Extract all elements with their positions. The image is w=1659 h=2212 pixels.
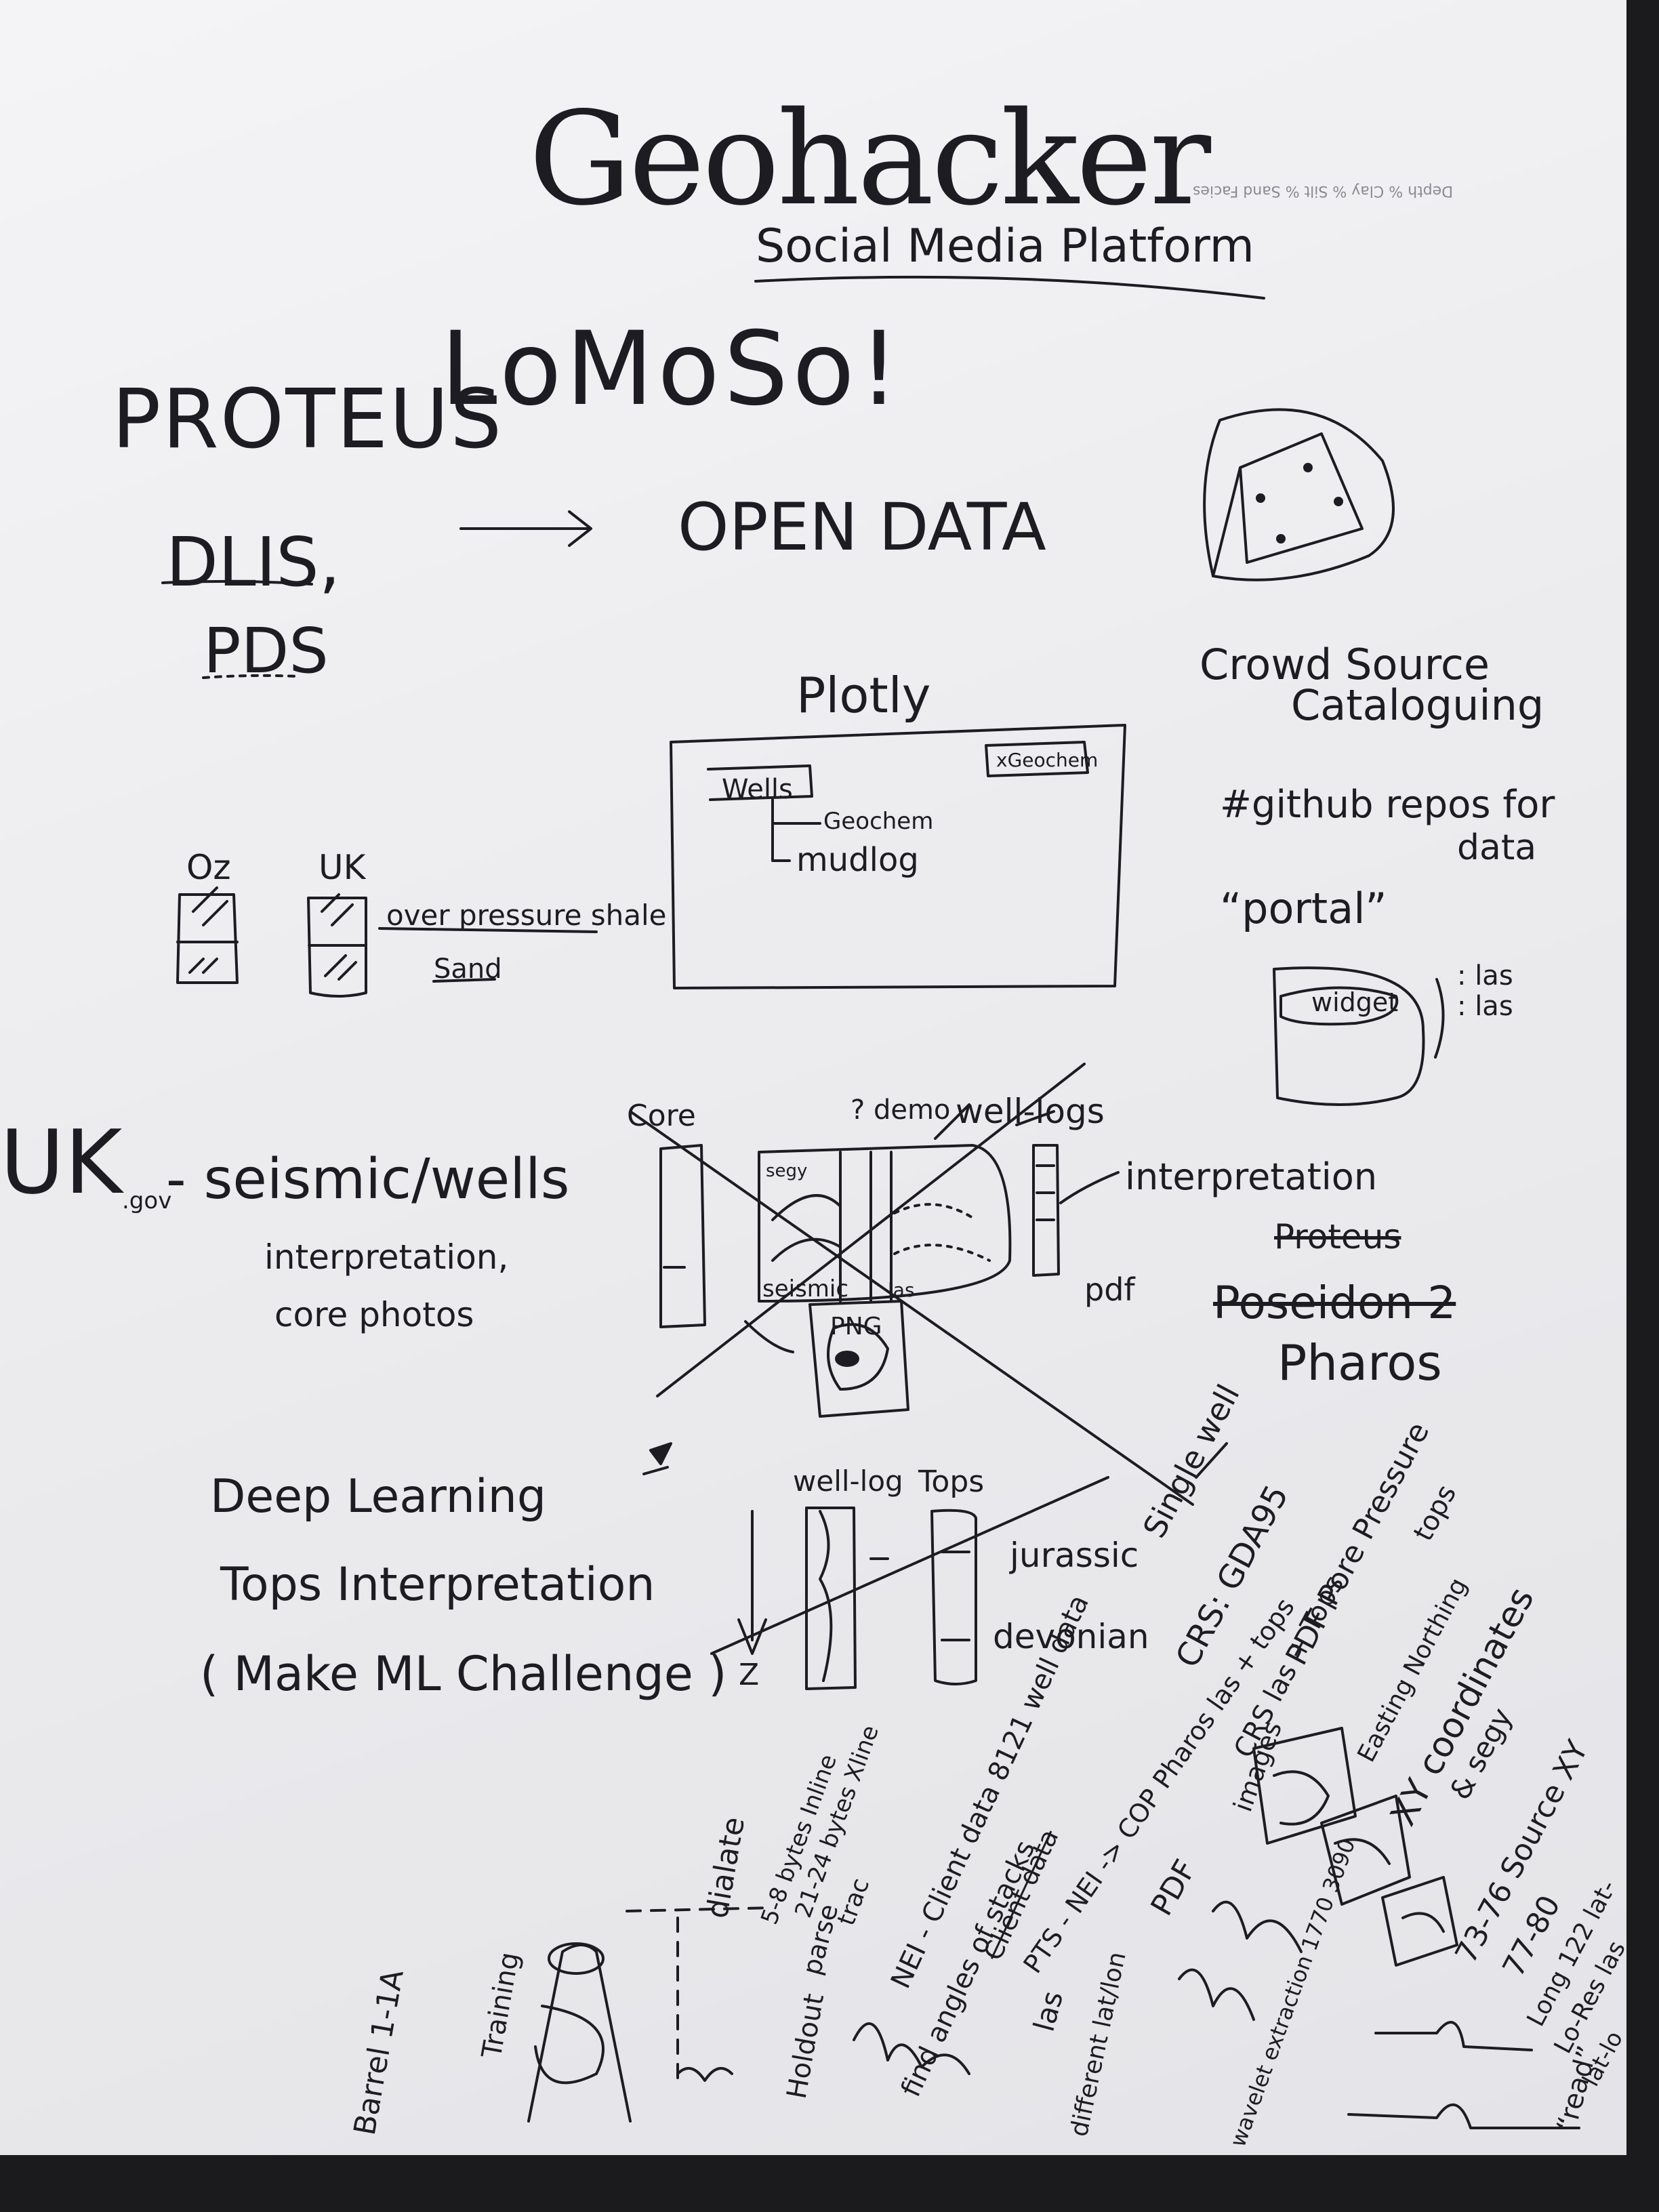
deep-learning-line2: Tops Interpretation (220, 1558, 655, 1612)
mudlog-item: mudlog (796, 841, 919, 879)
over-pressure-underline (378, 927, 598, 933)
geochem-item: Geochem (823, 808, 934, 835)
seismic-label: seismic (762, 1275, 849, 1303)
depth-z-label: Z (739, 1658, 760, 1692)
poseidon-struck: Poseidon 2 (1213, 1277, 1456, 1329)
stack-wiggle (853, 2022, 970, 2075)
trace-line-2 (1347, 2103, 1580, 2129)
png-blob (827, 1323, 889, 1391)
segy-label: segy (766, 1161, 808, 1181)
training-lasso (534, 2005, 605, 2085)
tops-column (930, 1509, 977, 1685)
format-pds: PDS (203, 615, 329, 687)
panel-dividers (839, 1151, 893, 1303)
las-item-2: : las (1457, 991, 1513, 1022)
map-outline (1203, 408, 1395, 581)
portal-label: “portal” (1220, 884, 1387, 933)
segy-wiggles (771, 1194, 842, 1262)
subtitle: Social Media Platform (756, 220, 1254, 273)
uk-gov-prefix: UK (0, 1111, 123, 1214)
open-data-arrow (459, 510, 592, 547)
uk-gov-interpretation: interpretation, (264, 1237, 509, 1277)
headline: LoMoSo! (441, 310, 904, 428)
trace-line-1 (1374, 2021, 1533, 2051)
cross-line-b (656, 1063, 1086, 1397)
pdf-label: pdf (1084, 1271, 1135, 1308)
xgeochem-tag: xGeochem (996, 749, 1099, 771)
tops-label: Tops (918, 1465, 985, 1499)
image-frame-2 (1320, 1795, 1411, 1906)
proteus-struck: Proteus (1274, 1217, 1401, 1256)
holdout-line (626, 1906, 774, 2089)
pds-underline (202, 674, 300, 679)
map-inner-polygon (1212, 432, 1364, 577)
format-dlis: DLIS, (166, 523, 341, 602)
plotly-frame (670, 724, 1126, 989)
las-item-1: : las (1457, 960, 1513, 991)
github-line2: data (1457, 827, 1537, 868)
widget-label: widget (1311, 987, 1399, 1017)
sketch-drawings (0, 0, 1626, 2155)
interpretation-label: interpretation (1125, 1155, 1378, 1198)
deep-learning-line1: Deep Learning (210, 1470, 547, 1523)
mirrored-faint-text: Depth % Clay % Silt % Sand Facies (1193, 182, 1454, 199)
devonian-label: devonian (993, 1617, 1149, 1656)
png-pointer (744, 1320, 794, 1353)
interpretation-pointer (1059, 1171, 1120, 1204)
panel-frame (758, 1144, 1012, 1303)
log-cross-line (710, 1476, 1109, 1655)
plotly-label: Plotly (796, 667, 931, 724)
core-column (659, 1144, 706, 1328)
seismic-wells-label: - seismic/wells (166, 1147, 570, 1212)
deep-learning-line3: ( Make ML Challenge ) (200, 1646, 727, 1702)
png-frame (808, 1300, 909, 1418)
well-log-column (805, 1507, 857, 1690)
png-label: PNG (830, 1313, 882, 1340)
oz-label: Oz (186, 848, 231, 887)
sand-label: Sand (434, 954, 502, 985)
mudlog-branch (771, 822, 791, 862)
page-title: Geohacker (529, 84, 1211, 234)
las-label: las (888, 1279, 915, 1301)
image-frame-1 (1252, 1727, 1357, 1845)
wells-tab: Wells (722, 774, 793, 805)
portal-box (1273, 966, 1425, 1106)
uk-gov-suffix: .gov (122, 1187, 172, 1214)
demo-label: ? demo (851, 1094, 951, 1126)
uk-column (307, 897, 367, 998)
cross-line-a (629, 1110, 1194, 1506)
over-pressure-shale-label: over pressure shale (386, 899, 667, 932)
oz-column (176, 893, 239, 984)
image-frame-3 (1381, 1876, 1458, 1967)
barrel-top (548, 1942, 605, 1975)
format-proteus: PROTEUS (112, 373, 504, 467)
uk-gov-core-photos: core photos (274, 1295, 474, 1334)
las-bracket (1434, 978, 1445, 1059)
dlis-underline (161, 579, 313, 586)
crowd-source-line1: Crowd Source (1200, 640, 1490, 689)
flip-chart-sheet: Geohacker Social Media Platform LoMoSo! … (0, 0, 1626, 2155)
xgeochem-tag-outline (985, 741, 1089, 777)
jurassic-label: jurassic (1010, 1536, 1139, 1575)
open-data-label: OPEN DATA (678, 489, 1046, 565)
pdf-column (1032, 1144, 1060, 1277)
subtitle-underline (754, 275, 1265, 300)
wells-tab-outline (707, 764, 813, 801)
pharos-label: Pharos (1277, 1334, 1442, 1391)
uk-label: UK (319, 848, 366, 887)
widget-outline (1279, 986, 1399, 1026)
well-log-label: well-log (793, 1465, 903, 1498)
sand-underline (432, 978, 496, 983)
well-logs-label: well-logs (956, 1092, 1105, 1131)
core-label: Core (627, 1099, 696, 1133)
github-line1: #github repos for (1220, 783, 1555, 827)
demo-pointer (934, 1103, 970, 1140)
crowd-source-line2: Cataloguing (1291, 680, 1544, 730)
barrel-outline (527, 1944, 632, 2123)
